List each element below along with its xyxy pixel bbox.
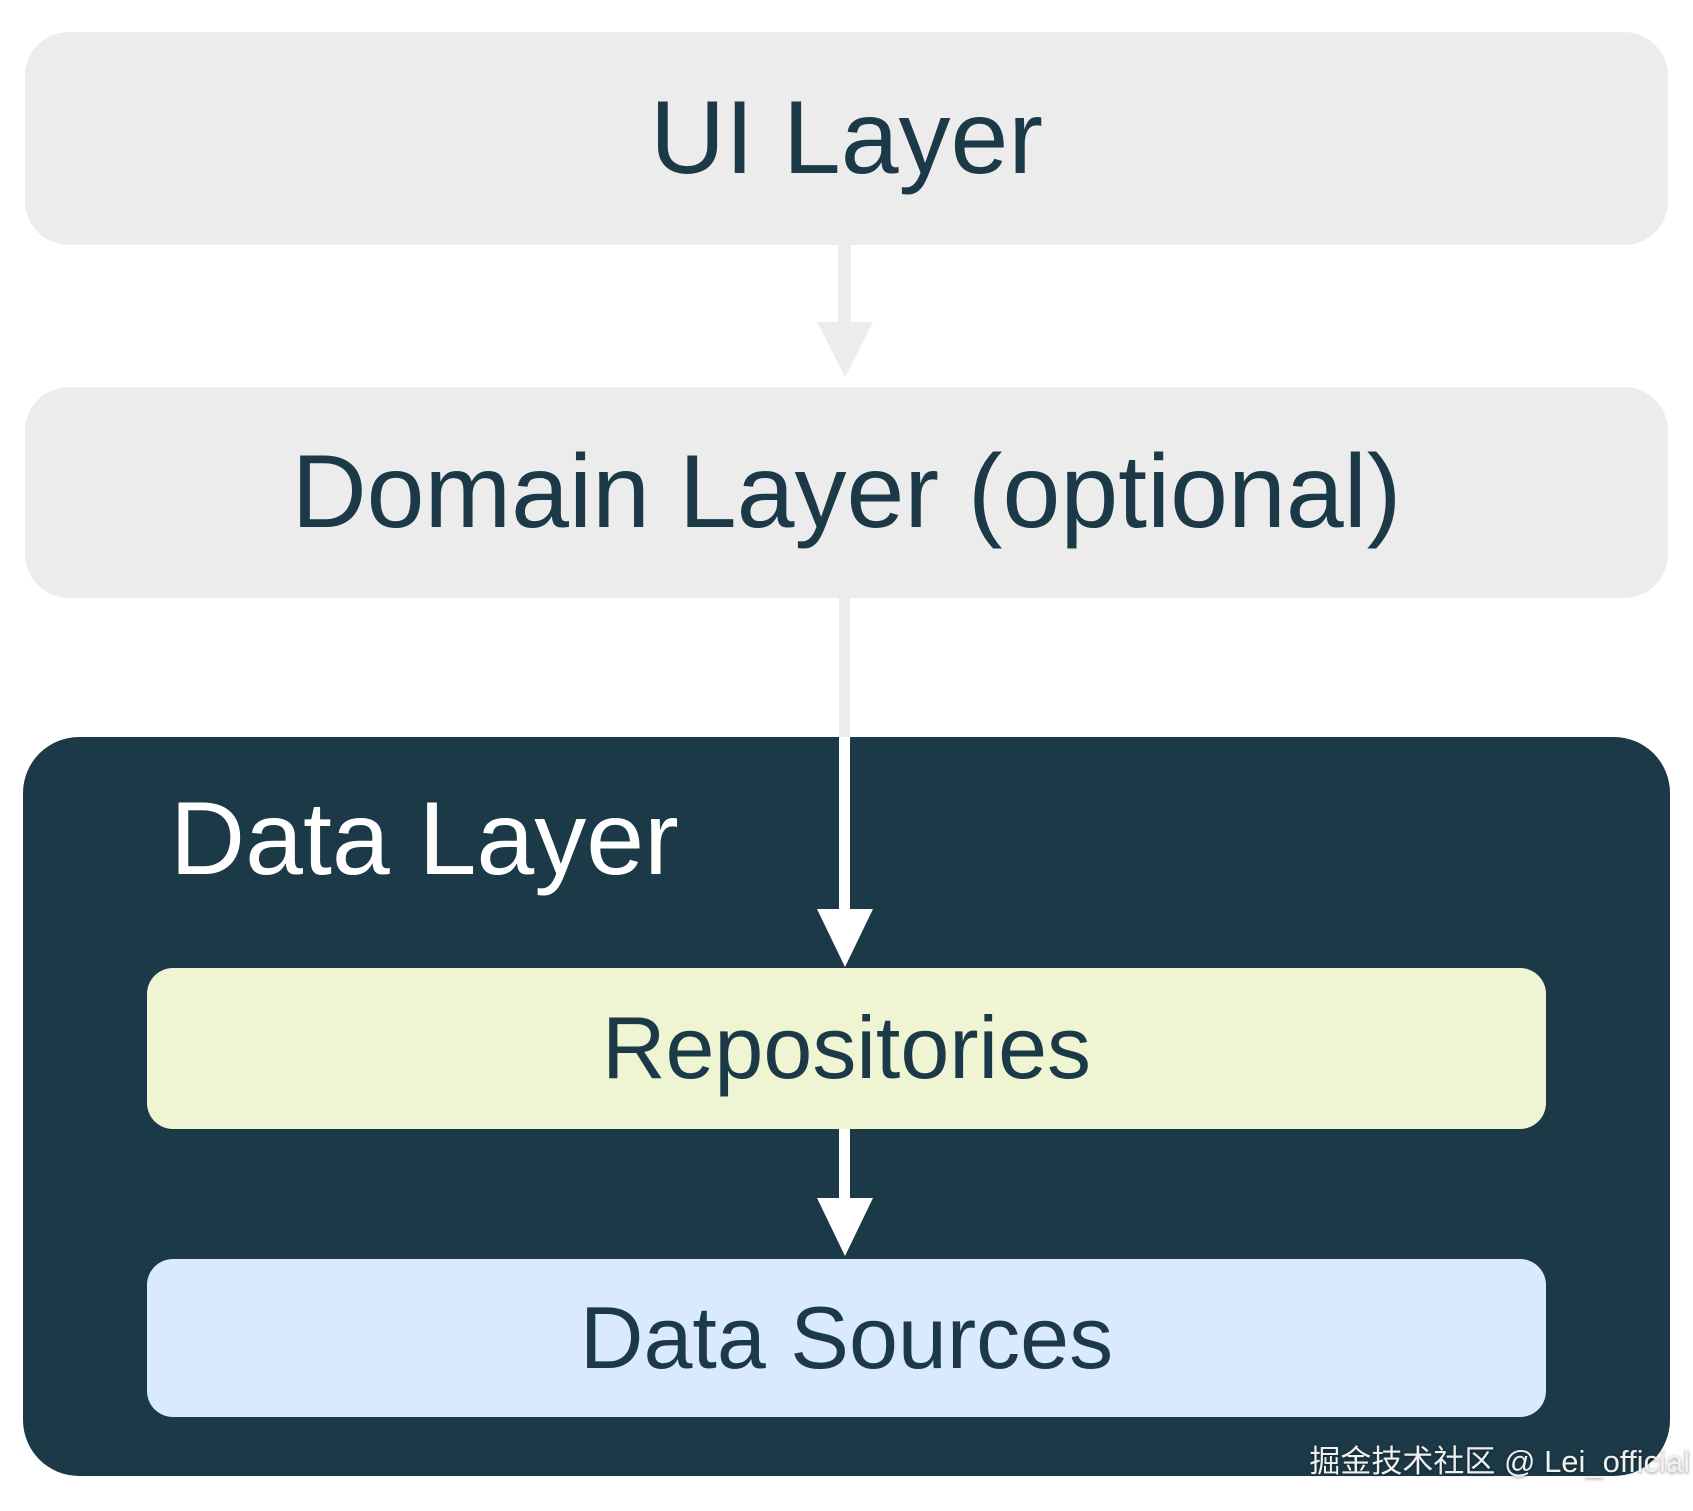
data-sources-box: Data Sources: [147, 1259, 1546, 1417]
arrow-line: [839, 598, 850, 737]
ui-layer-label: UI Layer: [649, 79, 1044, 196]
arrow-ui-to-domain-icon: [817, 245, 873, 380]
data-layer-label: Data Layer: [170, 781, 679, 897]
arrow-domain-to-repositories-icon: [817, 598, 873, 968]
arrow-repositories-to-data-sources-icon: [817, 1129, 873, 1259]
watermark: 掘金技术社区 @ Lei_official: [1309, 1444, 1690, 1479]
domain-layer-label: Domain Layer (optional): [291, 433, 1402, 550]
arrow-head-icon: [817, 322, 873, 377]
arrow-line: [839, 1129, 850, 1199]
repositories-box: Repositories: [147, 968, 1546, 1129]
arrow-head-icon: [817, 909, 873, 967]
domain-layer-box: Domain Layer (optional): [25, 387, 1668, 598]
data-sources-label: Data Sources: [579, 1287, 1114, 1387]
arrow-line: [838, 245, 851, 323]
repositories-label: Repositories: [601, 998, 1092, 1098]
ui-layer-box: UI Layer: [25, 32, 1668, 245]
arrow-line: [839, 737, 850, 909]
arrow-head-icon: [817, 1198, 873, 1256]
